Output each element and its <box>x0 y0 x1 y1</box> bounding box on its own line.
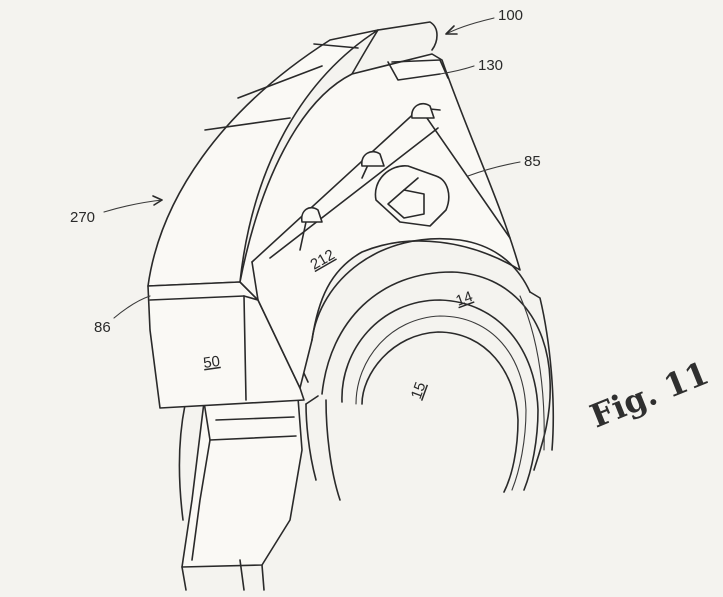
ref-label-270: 270 <box>70 209 95 226</box>
slot-opening <box>374 165 450 227</box>
ref-label-130: 130 <box>478 57 503 74</box>
ref-label-50: 50 <box>202 353 221 372</box>
frame-tabs <box>300 102 435 223</box>
ref-label-85: 85 <box>524 153 541 170</box>
ref-label-15: 15 <box>408 380 430 401</box>
ring-and-bore <box>305 237 555 501</box>
leader-lines <box>103 17 521 319</box>
ref-label-100: 100 <box>498 7 523 24</box>
lower-bracket <box>178 397 303 591</box>
ref-label-14: 14 <box>454 288 475 310</box>
ref-label-86: 86 <box>94 319 111 336</box>
front-block <box>147 281 309 409</box>
inner-frame-face <box>239 53 521 389</box>
figure-caption: Fig. 11 <box>585 354 714 436</box>
outer-arc-band <box>147 21 438 287</box>
